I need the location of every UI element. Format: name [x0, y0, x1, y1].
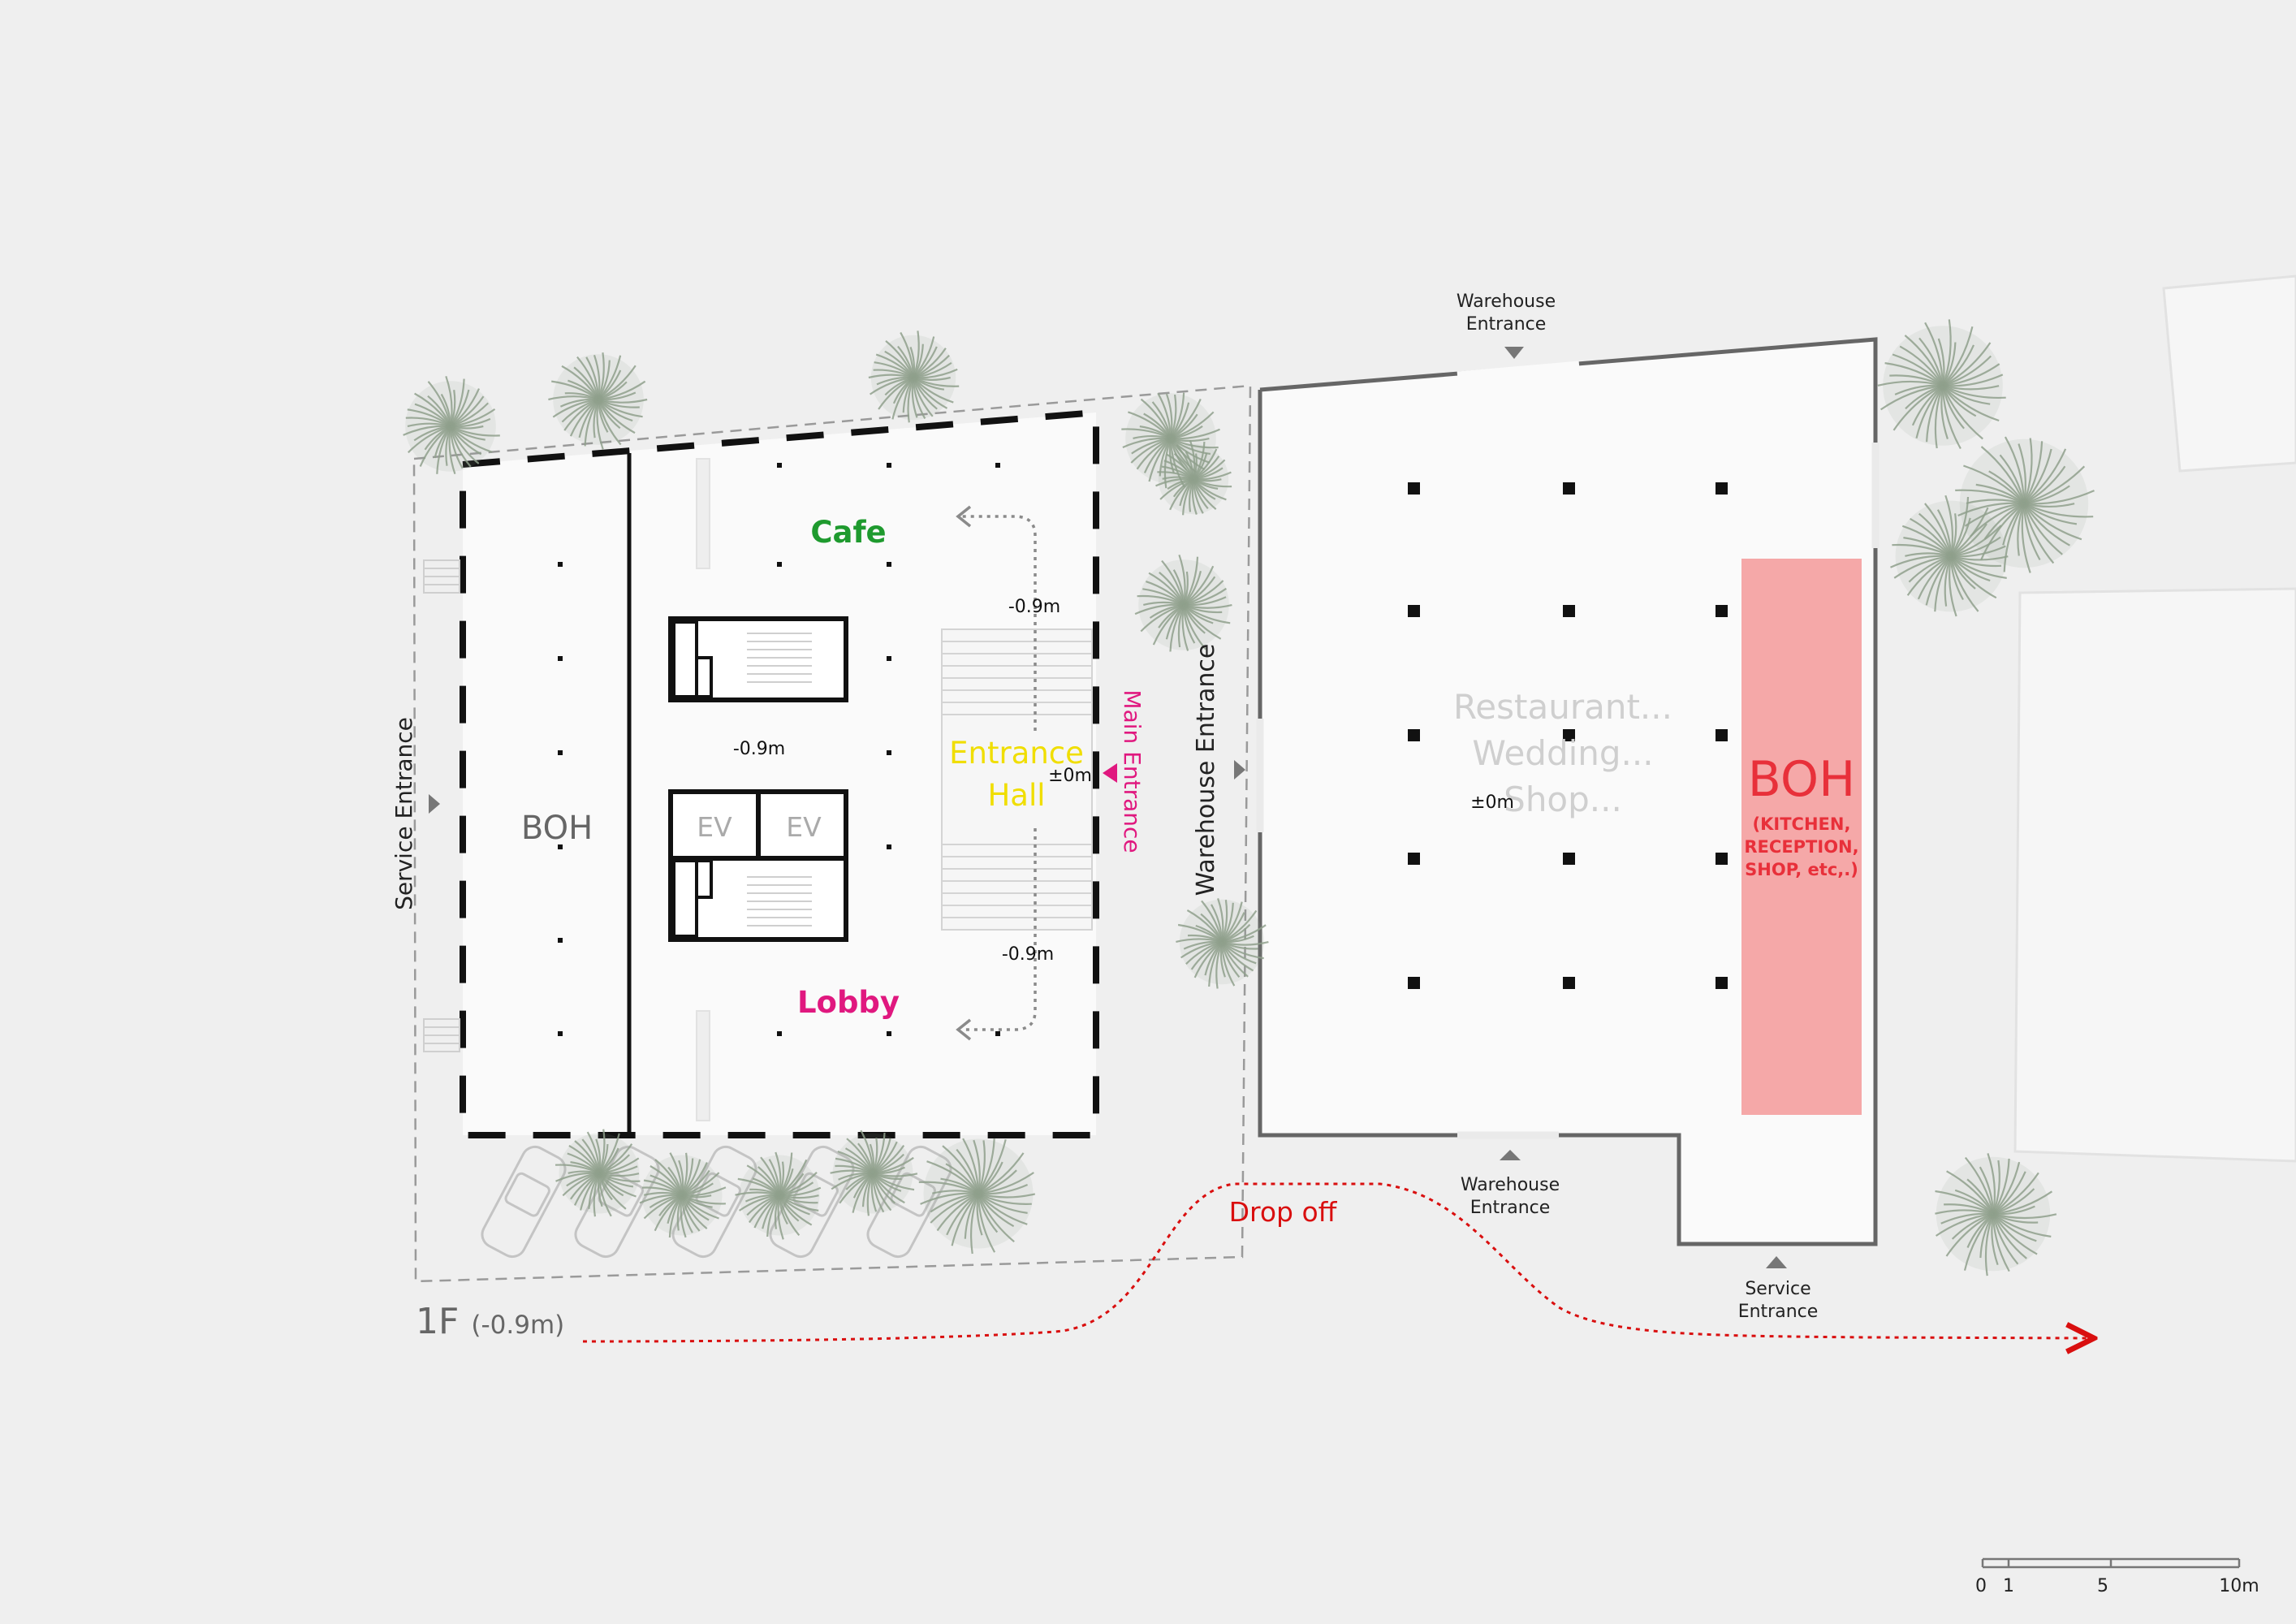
level-right-label: ±0m: [1470, 793, 1514, 813]
tree: [830, 1129, 918, 1216]
circulation-arrows: [962, 515, 1037, 1031]
scale-label-0: 0: [1975, 1576, 1987, 1596]
level-lower-label: -0.9m: [1002, 944, 1054, 965]
warehouse-entrance-bottom-label-2: Entrance: [1470, 1198, 1551, 1218]
warehouse-entrance-bottom-marker: [1500, 1150, 1521, 1160]
right-columns: [1408, 482, 1728, 989]
tree: [1890, 495, 2009, 617]
ev-label-1: EV: [697, 811, 732, 843]
level-upper-label: -0.9m: [1008, 597, 1060, 617]
tree: [1155, 439, 1232, 516]
uses-label-3: Shop...: [1504, 780, 1622, 819]
tree: [1176, 898, 1269, 989]
tree: [1121, 392, 1220, 489]
floor-label: 1F (-0.9m): [416, 1301, 564, 1342]
uses-label-1: Restaurant...: [1453, 687, 1672, 727]
boh-zone: [1741, 559, 1862, 1115]
service-entrance-label: Service Entrance: [391, 717, 417, 910]
tree: [639, 1152, 727, 1238]
boh-detail-label-1: (KITCHEN,: [1753, 814, 1851, 834]
entrance-hall-stairs: [941, 628, 1093, 931]
scale-label-10m: 10m: [2219, 1576, 2259, 1596]
tree: [555, 1129, 641, 1217]
main-entrance-label: Main Entrance: [1119, 689, 1146, 853]
scale-label-1: 1: [2003, 1576, 2014, 1596]
right-building-wall: [1258, 337, 1878, 1246]
warehouse-entrance-bottom-label-1: Warehouse: [1461, 1175, 1560, 1195]
warehouse-entrance-top-label-2: Entrance: [1466, 314, 1547, 335]
elevator-core: [668, 789, 848, 942]
service-entrance-bottom-marker: [1766, 1256, 1787, 1268]
boh-detail-label-3: SHOP, etc,.): [1745, 860, 1858, 879]
boh-detail-label-2: RECEPTION,: [1744, 837, 1858, 857]
trees: [403, 319, 2095, 1276]
drop-off-path: [582, 1182, 2091, 1341]
floor-name: 1F: [416, 1301, 459, 1342]
service-entrance-bottom-label-2: Entrance: [1738, 1302, 1819, 1322]
left-columns: [558, 463, 1000, 1036]
tree: [1935, 1153, 2057, 1276]
site-boundary: [412, 384, 1252, 1283]
drop-off-label: Drop off: [1229, 1196, 1338, 1228]
tree: [735, 1151, 822, 1240]
main-entrance-marker: [1103, 763, 1117, 783]
entrance-hall-label-2: Hall: [987, 778, 1045, 813]
tree: [1877, 319, 2006, 450]
left-building-wall: [460, 408, 1099, 1138]
tree: [1955, 436, 2095, 573]
lobby-label: Lobby: [797, 985, 900, 1020]
level-hall-label: ±0m: [1048, 766, 1092, 786]
tree: [1134, 554, 1232, 652]
warehouse-entrance-top-marker: [1504, 347, 1524, 359]
left-building: [423, 408, 1117, 1138]
tree: [403, 375, 500, 475]
right-building: [1234, 337, 1880, 1268]
scale-bar: [1981, 1557, 2241, 1569]
warehouse-entrance-top-label-1: Warehouse: [1457, 292, 1556, 312]
cafe-label: Cafe: [810, 515, 886, 550]
floor-level: (-0.9m): [471, 1311, 564, 1340]
service-entrance-steps: [423, 559, 460, 1052]
stair-core-upper: [668, 616, 848, 702]
boh-label-left: BOH: [521, 810, 593, 847]
level-core-label: -0.9m: [733, 739, 785, 759]
scale-label-5: 5: [2097, 1576, 2108, 1596]
entrance-hall-label-1: Entrance: [949, 736, 1084, 771]
neighbor-buildings: [2013, 274, 2296, 1163]
uses-label-2: Wedding...: [1472, 733, 1653, 773]
service-entrance-bottom-label-1: Service: [1745, 1279, 1810, 1299]
warehouse-entrance-side-marker: [1234, 760, 1245, 780]
warehouse-entrance-side-label: Warehouse Entrance: [1192, 644, 1220, 896]
tree: [548, 352, 648, 450]
tree: [918, 1138, 1036, 1255]
service-entrance-marker: [429, 794, 440, 814]
tree: [868, 330, 960, 423]
boh-label-right: BOH: [1748, 751, 1855, 808]
ev-label-2: EV: [786, 811, 822, 843]
